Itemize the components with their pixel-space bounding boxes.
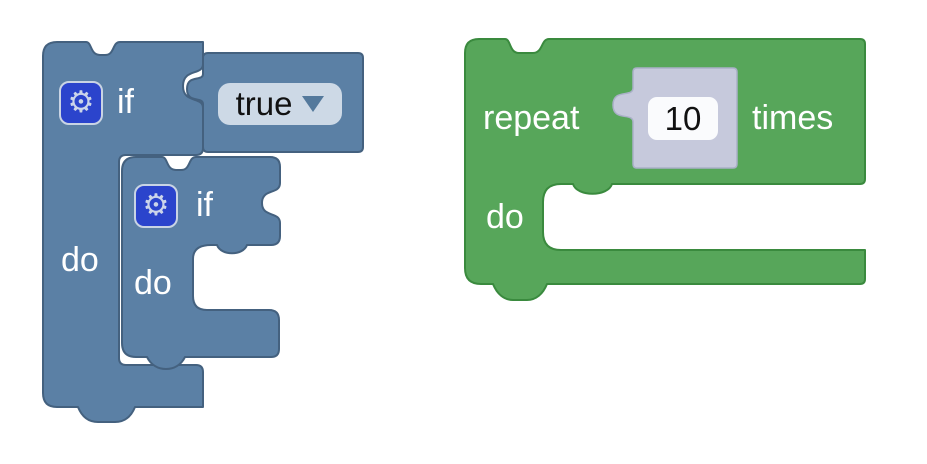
repeat-block-shape[interactable]	[464, 38, 866, 301]
dropdown-arrow-icon	[302, 96, 325, 112]
nested-if-label: if	[196, 186, 213, 224]
gear-icon: ⚙	[67, 86, 95, 119]
nested-do-label: do	[134, 264, 172, 302]
repeat-count-value: 10	[664, 99, 702, 137]
outer-if-mutator-button[interactable]: ⚙	[59, 81, 103, 125]
repeat-do-label: do	[486, 198, 524, 236]
outer-if-block-shape[interactable]	[42, 41, 204, 423]
boolean-dropdown-value: true	[235, 85, 293, 122]
nested-if-mutator-button[interactable]: ⚙	[134, 184, 178, 228]
outer-do-label: do	[61, 241, 99, 279]
outer-if-label: if	[117, 83, 134, 121]
times-label: times	[752, 99, 834, 137]
gear-icon: ⚙	[142, 189, 170, 222]
repeat-count-field[interactable]: 10	[648, 97, 718, 140]
boolean-dropdown-field[interactable]: true	[218, 83, 342, 125]
repeat-label: repeat	[483, 99, 580, 137]
